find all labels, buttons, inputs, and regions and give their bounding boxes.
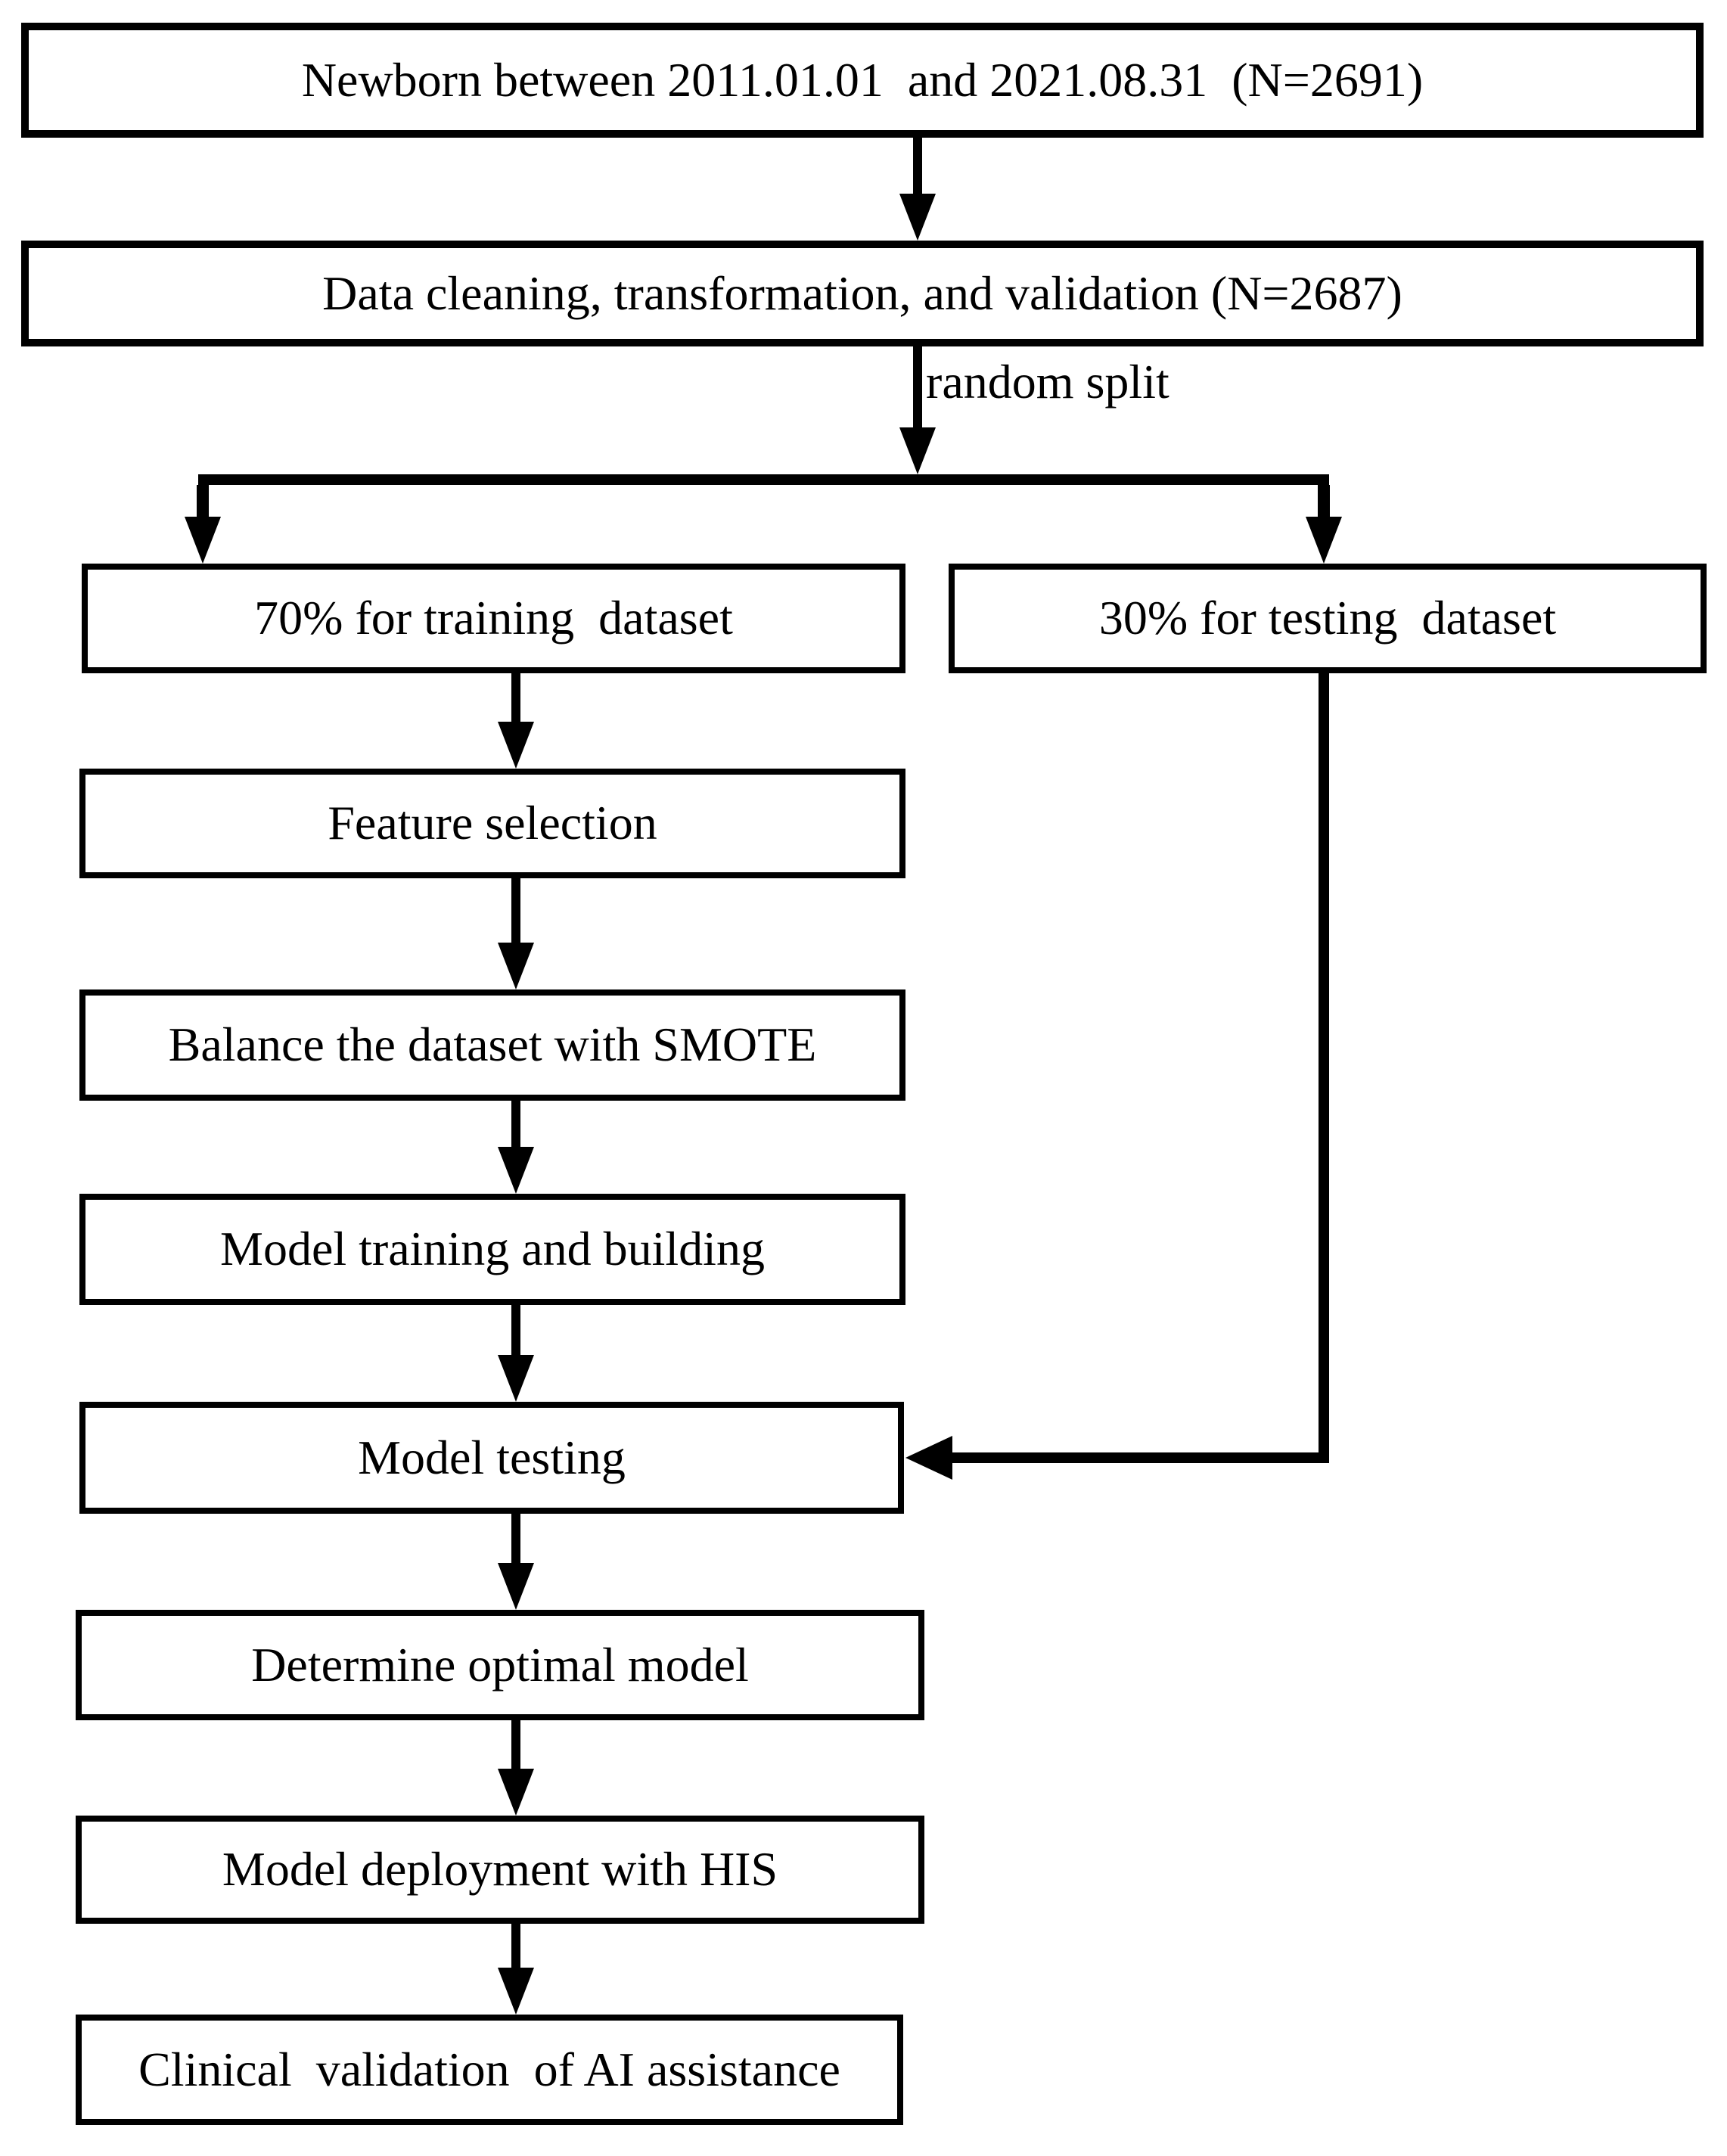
arrow-trainbuild-to-testingnode-shaft: [511, 1305, 520, 1355]
node-model-training-building: Model training and building: [79, 1194, 905, 1305]
arrow-optimal-to-deploy-head-icon: [498, 1769, 534, 1816]
node-balance-smote: Balance the dataset with SMOTE: [79, 989, 905, 1101]
arrow-training-to-feature-head-icon: [498, 722, 534, 769]
node-training-dataset: 70% for training dataset: [82, 564, 905, 673]
split-bar: [198, 474, 1329, 485]
arrow-testingnode-to-optimal-head-icon: [498, 1563, 534, 1610]
arrow-testingnode-to-optimal-shaft: [511, 1514, 520, 1563]
node-model-deployment-his: Model deployment with HIS: [76, 1816, 924, 1924]
node-clinical-validation: Clinical validation of AI assistance: [76, 2015, 903, 2125]
arrow-split-to-training-shaft: [197, 485, 209, 518]
edge-label-random-split: random split: [926, 355, 1169, 409]
node-newborn: Newborn between 2011.01.01 and 2021.08.3…: [21, 23, 1704, 138]
arrow-split-to-training-head-icon: [185, 517, 221, 564]
node-feature-selection: Feature selection: [79, 769, 905, 878]
arrow-smote-to-trainbuild-head-icon: [498, 1147, 534, 1194]
arrow-split-to-testing-shaft: [1318, 485, 1330, 518]
node-model-testing: Model testing: [79, 1402, 904, 1514]
node-testing-dataset: 30% for testing dataset: [949, 564, 1707, 673]
arrow-deploy-to-clinical-shaft: [511, 1924, 520, 1968]
node-determine-optimal-model: Determine optimal model: [76, 1610, 924, 1720]
arrow-newborn-to-cleaning-shaft: [913, 136, 922, 195]
arrow-feature-to-smote-head-icon: [498, 943, 534, 989]
arrow-cleaning-to-split-head-icon: [899, 427, 936, 474]
arrow-smote-to-trainbuild-shaft: [511, 1101, 520, 1147]
arrow-split-to-testing-head-icon: [1306, 517, 1342, 564]
arrow-newborn-to-cleaning-head-icon: [899, 194, 936, 241]
arrow-feature-to-smote-shaft: [511, 878, 520, 943]
arrow-trainbuild-to-testingnode-head-icon: [498, 1355, 534, 1402]
arrow-training-to-feature-shaft: [511, 673, 520, 722]
arrow-cleaning-to-split-shaft: [913, 346, 922, 427]
arrow-deploy-to-clinical-head-icon: [498, 1968, 534, 2015]
node-data-cleaning: Data cleaning, transformation, and valid…: [21, 241, 1704, 346]
edge-testing-horizontal-line: [952, 1452, 1329, 1463]
edge-testing-vertical-line: [1319, 673, 1329, 1463]
arrow-testing-to-modeltesting-head-icon: [905, 1436, 952, 1480]
arrow-optimal-to-deploy-shaft: [511, 1720, 520, 1769]
